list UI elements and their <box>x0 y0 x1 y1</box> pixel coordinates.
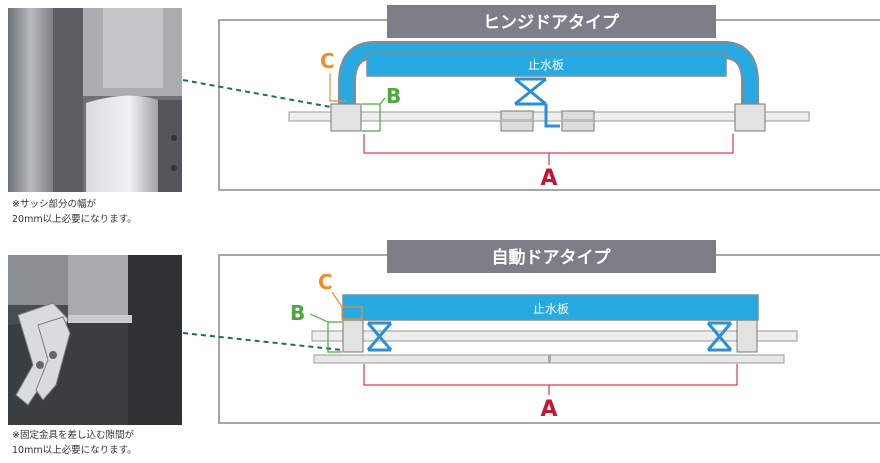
auto-bracket-c <box>341 306 363 320</box>
hinge-left-post <box>330 103 362 132</box>
hinge-dimension-a <box>363 134 734 154</box>
auto-upper-rail <box>311 330 798 342</box>
hinge-cross-brace <box>514 77 547 106</box>
auto-note: ※固定金具を差し込む隙間が 10mm以上必要になります。 <box>12 430 137 456</box>
auto-label-c: C <box>318 270 333 294</box>
auto-door-photo-art <box>8 255 182 425</box>
auto-right-post <box>736 319 758 353</box>
hinge-plate <box>366 51 727 77</box>
hinge-label-c: C <box>320 49 335 73</box>
hinge-note: ※サッシ部分の幅が 20mm以上必要になります。 <box>12 199 137 225</box>
auto-cross-right <box>706 321 733 352</box>
auto-title: 自動ドアタイプ <box>492 247 612 268</box>
auto-cross-left <box>366 321 393 352</box>
hinge-label-a: A <box>540 166 557 191</box>
hinge-panel: ヒンジドアタイプ 止水板 A C B <box>182 5 880 191</box>
hinge-label-b: B <box>386 84 401 108</box>
hinge-leader-line <box>182 79 332 108</box>
auto-label-a: A <box>540 397 557 422</box>
auto-door-photo <box>8 255 182 425</box>
auto-dimension-a <box>363 364 738 386</box>
auto-panel: 自動ドアタイプ 止水板 A C B <box>182 240 880 424</box>
auto-title-banner <box>387 240 716 273</box>
hinge-right-post <box>734 103 766 132</box>
auto-bracket-b <box>327 321 342 353</box>
hinge-floor-rail <box>288 111 810 122</box>
hinge-bracket-b <box>362 103 381 132</box>
hinge-title-banner <box>387 5 716 38</box>
hinge-door-photo-art <box>8 8 182 192</box>
auto-label-b: B <box>290 301 305 325</box>
auto-plate-label: 止水板 <box>533 302 569 316</box>
hinge-bracket-c <box>329 84 346 102</box>
auto-plate <box>342 294 759 321</box>
hinge-plate-label: 止水板 <box>528 58 564 72</box>
hinge-title: ヒンジドアタイプ <box>483 12 620 33</box>
auto-left-post <box>342 319 364 353</box>
hinge-door-photo <box>8 8 182 192</box>
